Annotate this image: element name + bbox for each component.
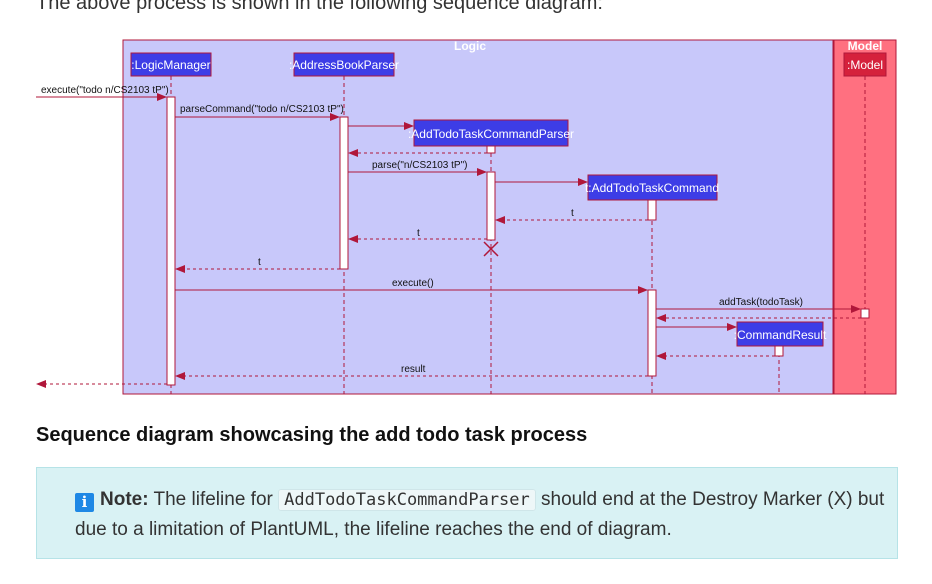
activation-command-execute	[647, 289, 657, 377]
activation-commandresult	[774, 345, 784, 357]
activation-addressbookparser	[339, 116, 349, 270]
activation-parser-create	[486, 145, 496, 154]
participant-model-box	[843, 52, 887, 77]
activation-logicmanager	[166, 96, 176, 386]
participant-model: :Model	[847, 58, 883, 72]
participant-addressbookparser-box	[293, 52, 395, 77]
participant-addtodotaskcommand: t:AddTodoTaskCommand	[585, 181, 719, 195]
sequence-diagram: Logic Model :LogicManager :AddressBookPa…	[36, 39, 897, 395]
info-icon: i	[75, 493, 94, 512]
msg-addtask-label: addTask(todoTask)	[719, 297, 803, 308]
activation-parser-parse	[486, 171, 496, 241]
note-text-after: should end at the Destroy Marker (X) but…	[75, 489, 885, 540]
destroy-marker	[483, 241, 499, 257]
logic-group-title: Logic	[454, 39, 486, 53]
participant-addtodotaskcommandparser-box	[413, 119, 569, 147]
activation-command-create	[647, 199, 657, 221]
participant-commandresult-box	[736, 321, 824, 347]
participant-commandresult: :CommandResult	[734, 328, 827, 342]
model-group-title: Model	[848, 39, 883, 53]
note-code: AddTodoTaskCommandParser	[278, 489, 536, 511]
intro-text: The above process is shown in the follow…	[36, 0, 603, 14]
participant-addressbookparser: :AddressBookParser	[289, 58, 399, 72]
diagram-caption: Sequence diagram showcasing the add todo…	[36, 424, 588, 446]
logic-group-box	[122, 39, 834, 395]
note-label: Note:	[100, 489, 149, 510]
msg-execute-label: execute("todo n/CS2103 tP")	[41, 85, 169, 96]
msg-parsecommand-label: parseCommand("todo n/CS2103 tP")	[180, 104, 344, 115]
activation-model	[860, 308, 870, 319]
msg-t-label-3: t	[258, 257, 261, 268]
participant-logicmanager-box	[130, 52, 212, 77]
participant-addtodotaskcommandparser: :AddTodoTaskCommandParser	[408, 127, 574, 141]
msg-execute2-label: execute()	[392, 278, 434, 289]
note-box: i Note: The lifeline for AddTodoTaskComma…	[36, 467, 898, 559]
msg-result-label: result	[401, 364, 426, 375]
note-text-before: The lifeline for	[148, 489, 279, 510]
msg-t-label-2: t	[417, 228, 420, 239]
msg-parse-label: parse("n/CS2103 tP")	[372, 160, 467, 171]
msg-t-label-1: t	[571, 208, 574, 219]
participant-logicmanager: :LogicManager	[131, 58, 210, 72]
